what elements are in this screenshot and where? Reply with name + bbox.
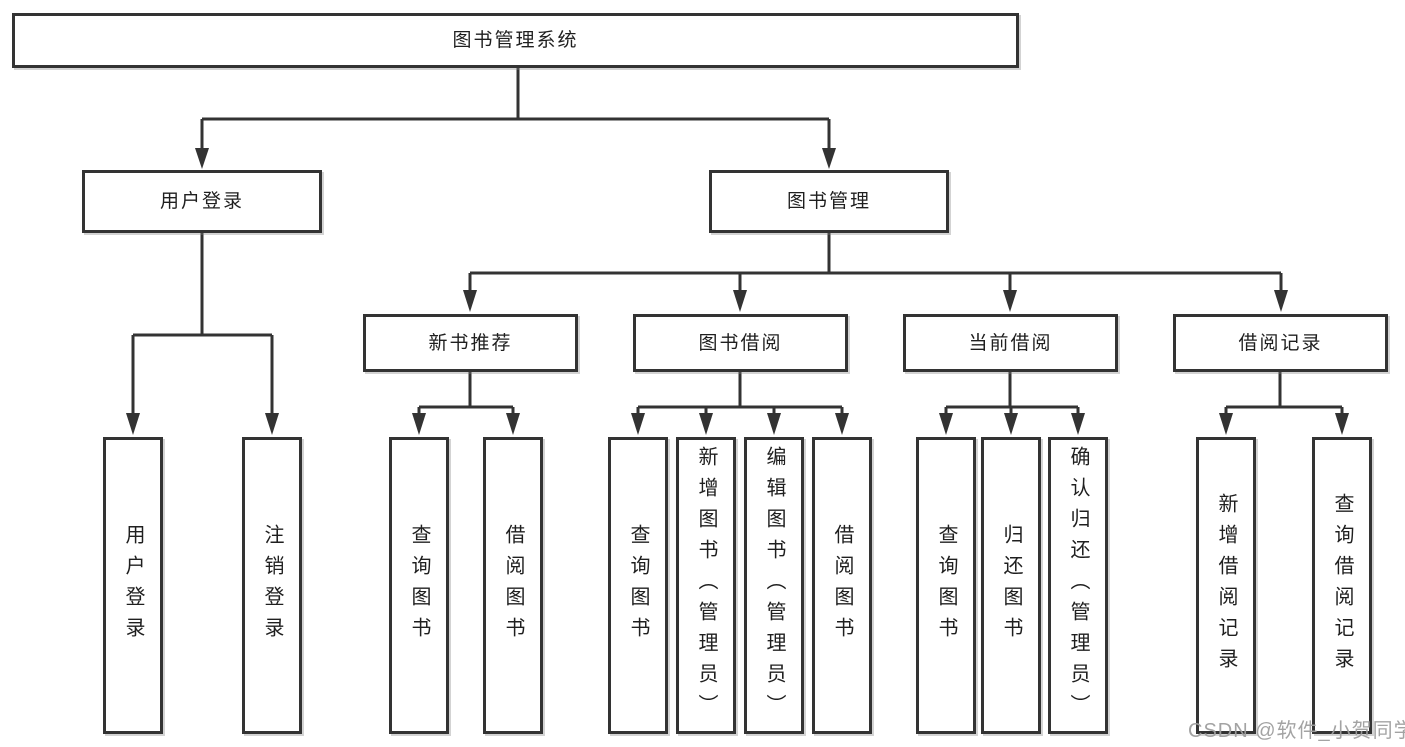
- leaf-add-book-admin-label: 新增图书（管理员）: [695, 446, 717, 725]
- leaf-user-login: 用户登录: [103, 437, 163, 734]
- node-current-borrowing: 当前借阅: [903, 314, 1118, 372]
- node-book-management: 图书管理: [709, 170, 949, 233]
- leaf-confirm-return-admin-label: 确认归还（管理员）: [1067, 446, 1089, 725]
- leaf-add-borrow-record: 新增借阅记录: [1196, 437, 1256, 734]
- node-current-borrowing-label: 当前借阅: [968, 332, 1053, 354]
- node-book-management-label: 图书管理: [786, 191, 871, 212]
- leaf-return-books: 归还图书: [981, 437, 1041, 734]
- leaf-borrowing-query-books-label: 查询图书: [627, 523, 649, 648]
- csdn-watermark: CSDN @软件_小贺同学: [1188, 720, 1405, 742]
- node-root: 图书管理系统: [12, 13, 1019, 68]
- leaf-user-login-label: 用户登录: [122, 523, 144, 648]
- node-user-login-label: 用户登录: [159, 191, 244, 212]
- leaf-return-books-label: 归还图书: [1000, 523, 1022, 648]
- node-book-borrowing: 图书借阅: [633, 314, 848, 372]
- leaf-recommend-borrow-books: 借阅图书: [483, 437, 543, 734]
- leaf-logout: 注销登录: [242, 437, 302, 734]
- leaf-current-query-books: 查询图书: [916, 437, 976, 734]
- node-new-book-recommendation-label: 新书推荐: [428, 332, 513, 354]
- leaf-add-borrow-record-label: 新增借阅记录: [1215, 492, 1237, 679]
- leaf-query-borrow-record: 查询借阅记录: [1312, 437, 1372, 734]
- leaf-recommend-query-books-label: 查询图书: [408, 523, 430, 648]
- leaf-edit-book-admin: 编辑图书（管理员）: [744, 437, 804, 734]
- leaf-recommend-query-books: 查询图书: [389, 437, 449, 734]
- leaf-add-book-admin: 新增图书（管理员）: [676, 437, 736, 734]
- node-new-book-recommendation: 新书推荐: [363, 314, 578, 372]
- node-book-borrowing-label: 图书借阅: [698, 332, 783, 354]
- leaf-borrowing-borrow-books-label: 借阅图书: [831, 523, 853, 648]
- leaf-current-query-books-label: 查询图书: [935, 523, 957, 648]
- node-borrowing-records: 借阅记录: [1173, 314, 1388, 372]
- leaf-recommend-borrow-books-label: 借阅图书: [502, 523, 524, 648]
- leaf-confirm-return-admin: 确认归还（管理员）: [1048, 437, 1108, 734]
- node-user-login: 用户登录: [82, 170, 322, 233]
- leaf-borrowing-query-books: 查询图书: [608, 437, 668, 734]
- leaf-borrowing-borrow-books: 借阅图书: [812, 437, 872, 734]
- leaf-edit-book-admin-label: 编辑图书（管理员）: [763, 446, 785, 725]
- leaf-query-borrow-record-label: 查询借阅记录: [1331, 492, 1353, 679]
- node-root-label: 图书管理系统: [452, 30, 579, 51]
- leaf-logout-label: 注销登录: [261, 523, 283, 648]
- node-borrowing-records-label: 借阅记录: [1238, 332, 1323, 354]
